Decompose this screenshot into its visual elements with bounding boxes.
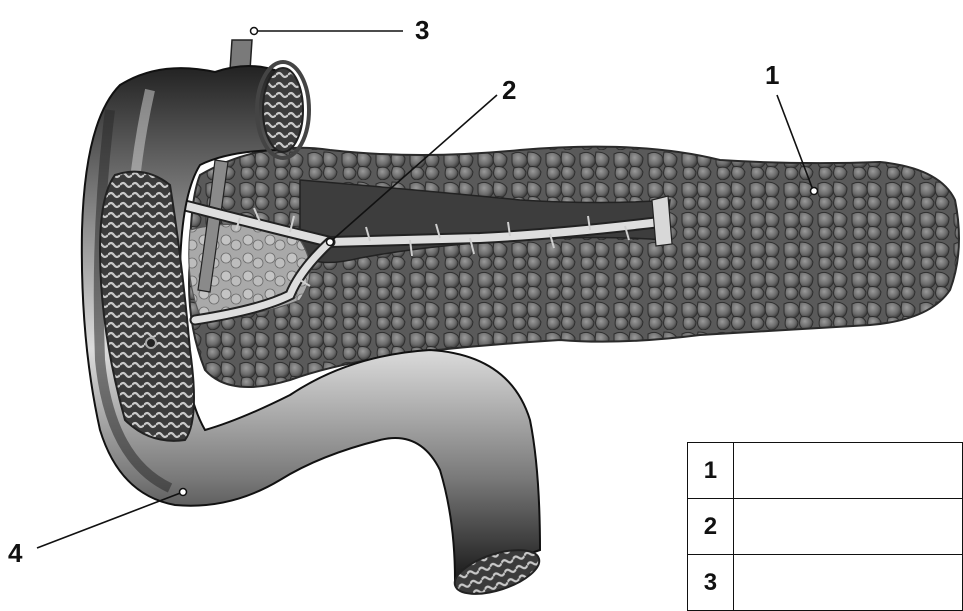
answer-cell[interactable] xyxy=(733,499,962,555)
papilla xyxy=(146,338,156,348)
leader-line-4 xyxy=(37,492,183,548)
answer-row-number: 1 xyxy=(688,443,734,499)
callout-label-2: 2 xyxy=(502,77,516,103)
answer-row: 1 xyxy=(688,443,963,499)
answer-table: 1 2 3 xyxy=(687,442,963,611)
answer-row: 3 xyxy=(688,555,963,611)
callout-label-3: 3 xyxy=(415,17,429,43)
leader-dot-3 xyxy=(251,28,258,35)
answer-row-number: 2 xyxy=(688,499,734,555)
answer-row: 2 xyxy=(688,499,963,555)
answer-row-number: 3 xyxy=(688,555,734,611)
answer-cell[interactable] xyxy=(733,555,962,611)
leader-dot-2 xyxy=(327,239,334,246)
answer-cell[interactable] xyxy=(733,443,962,499)
duodenum-cut-end-upper xyxy=(263,68,303,152)
leader-dot-1 xyxy=(811,188,818,195)
callout-label-4: 4 xyxy=(8,540,22,566)
duct-cut-end xyxy=(652,196,672,246)
callout-label-1: 1 xyxy=(765,62,779,88)
leader-dot-4 xyxy=(180,489,187,496)
